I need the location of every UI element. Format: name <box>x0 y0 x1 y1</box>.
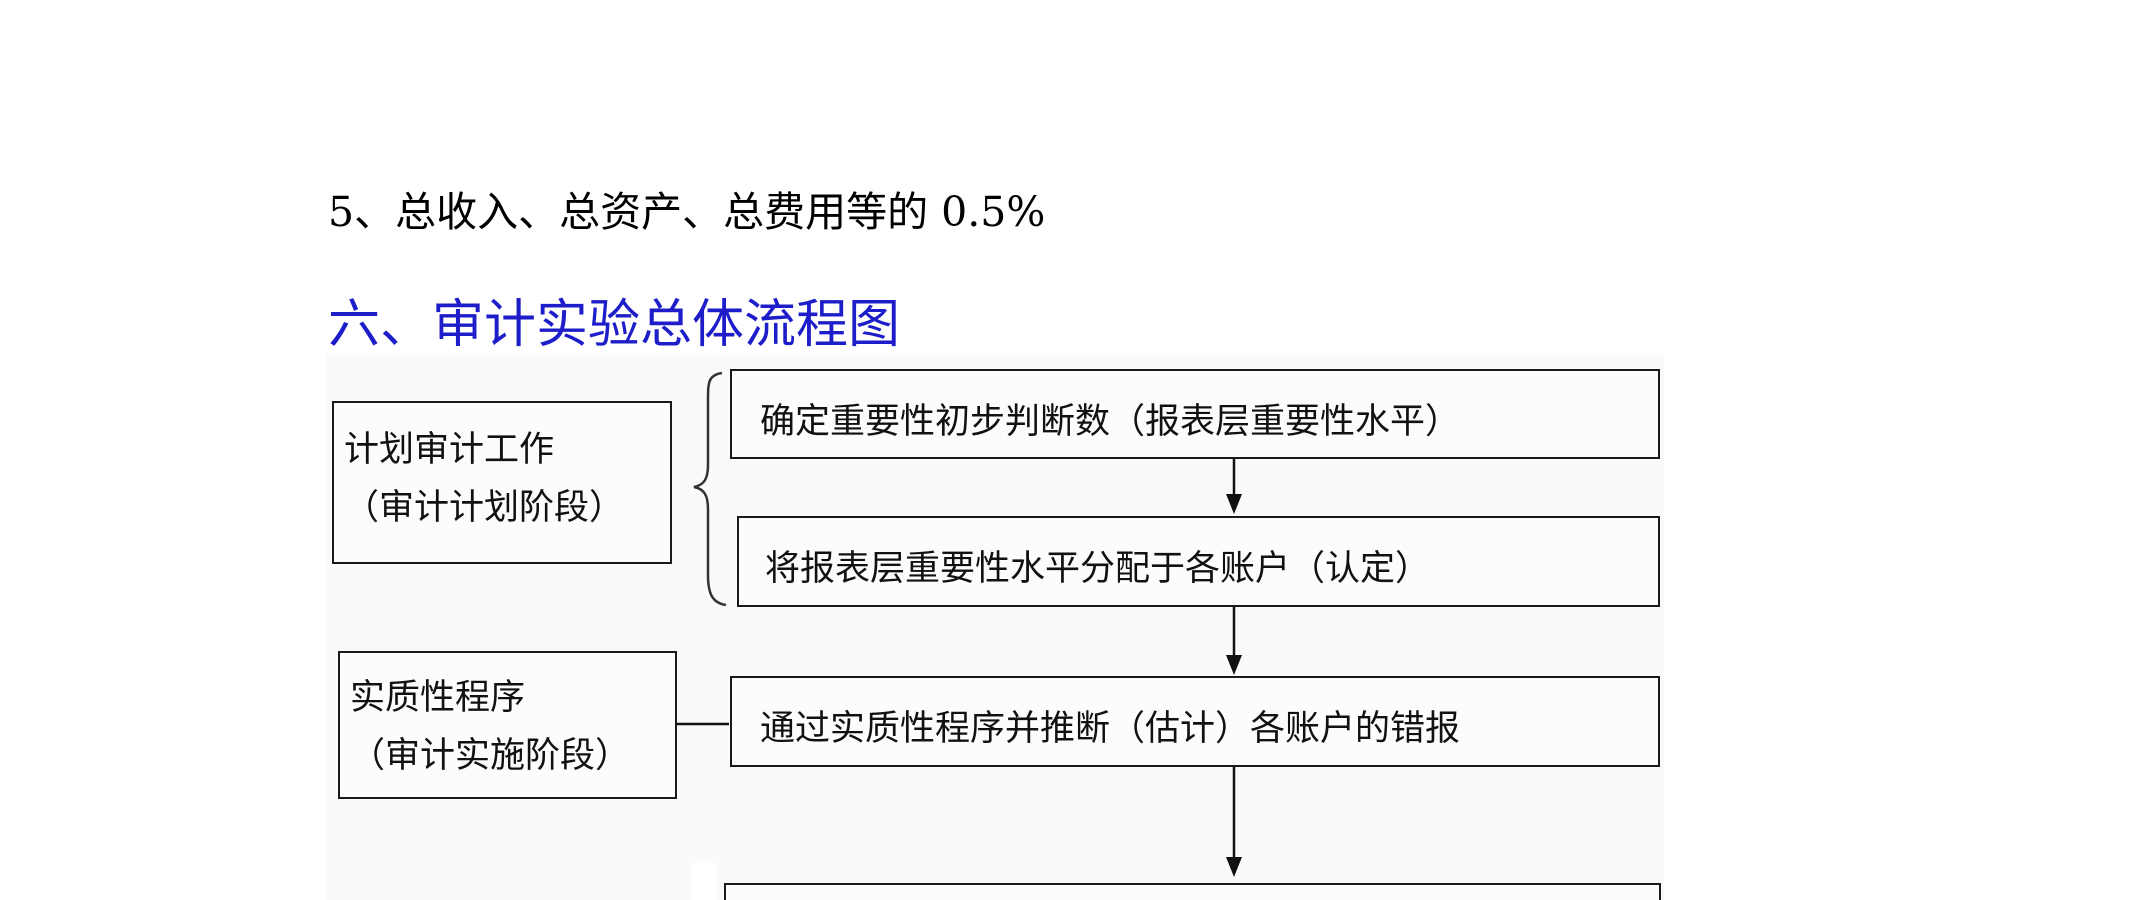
flow-step-1-text: 确定重要性初步判断数（报表层重要性水平） <box>760 402 1461 442</box>
flow-step-3: 通过实质性程序并推断（估计）各账户的错报 <box>730 676 1660 767</box>
flow-step-2-text: 将报表层重要性水平分配于各账户（认定） <box>765 549 1431 589</box>
flowchart-connectors <box>677 371 1661 900</box>
flow-step-3-text: 通过实质性程序并推断（估计）各账户的错报 <box>760 709 1461 749</box>
substantive-stage-subtitle: （审计实施阶段） <box>350 736 631 776</box>
plan-stage-title: 计划审计工作 <box>344 430 555 470</box>
body-paragraph: 5、总收入、总资产、总费用等的 0.5% <box>328 188 1046 236</box>
flow-step-2: 将报表层重要性水平分配于各账户（认定） <box>737 516 1660 607</box>
brace-connector <box>693 371 727 607</box>
flow-step-1: 确定重要性初步判断数（报表层重要性水平） <box>730 369 1660 459</box>
audit-flowchart: 计划审计工作 （审计计划阶段） 实质性程序 （审计实施阶段） 确定重要性初步判断… <box>326 353 1664 900</box>
substantive-stage-box: 实质性程序 （审计实施阶段） <box>338 651 677 799</box>
arrowhead-step1-step2 <box>1226 494 1242 514</box>
section-heading: 六、审计实验总体流程图 <box>328 295 901 355</box>
next-step-box-partial <box>724 883 1661 900</box>
substantive-stage-title: 实质性程序 <box>350 678 526 718</box>
scan-artifact <box>692 863 716 900</box>
plan-stage-box: 计划审计工作 （审计计划阶段） <box>332 401 672 564</box>
arrowhead-step2-step3 <box>1226 655 1242 675</box>
plan-stage-subtitle: （审计计划阶段） <box>344 488 625 528</box>
arrowhead-step3-next <box>1226 857 1242 877</box>
